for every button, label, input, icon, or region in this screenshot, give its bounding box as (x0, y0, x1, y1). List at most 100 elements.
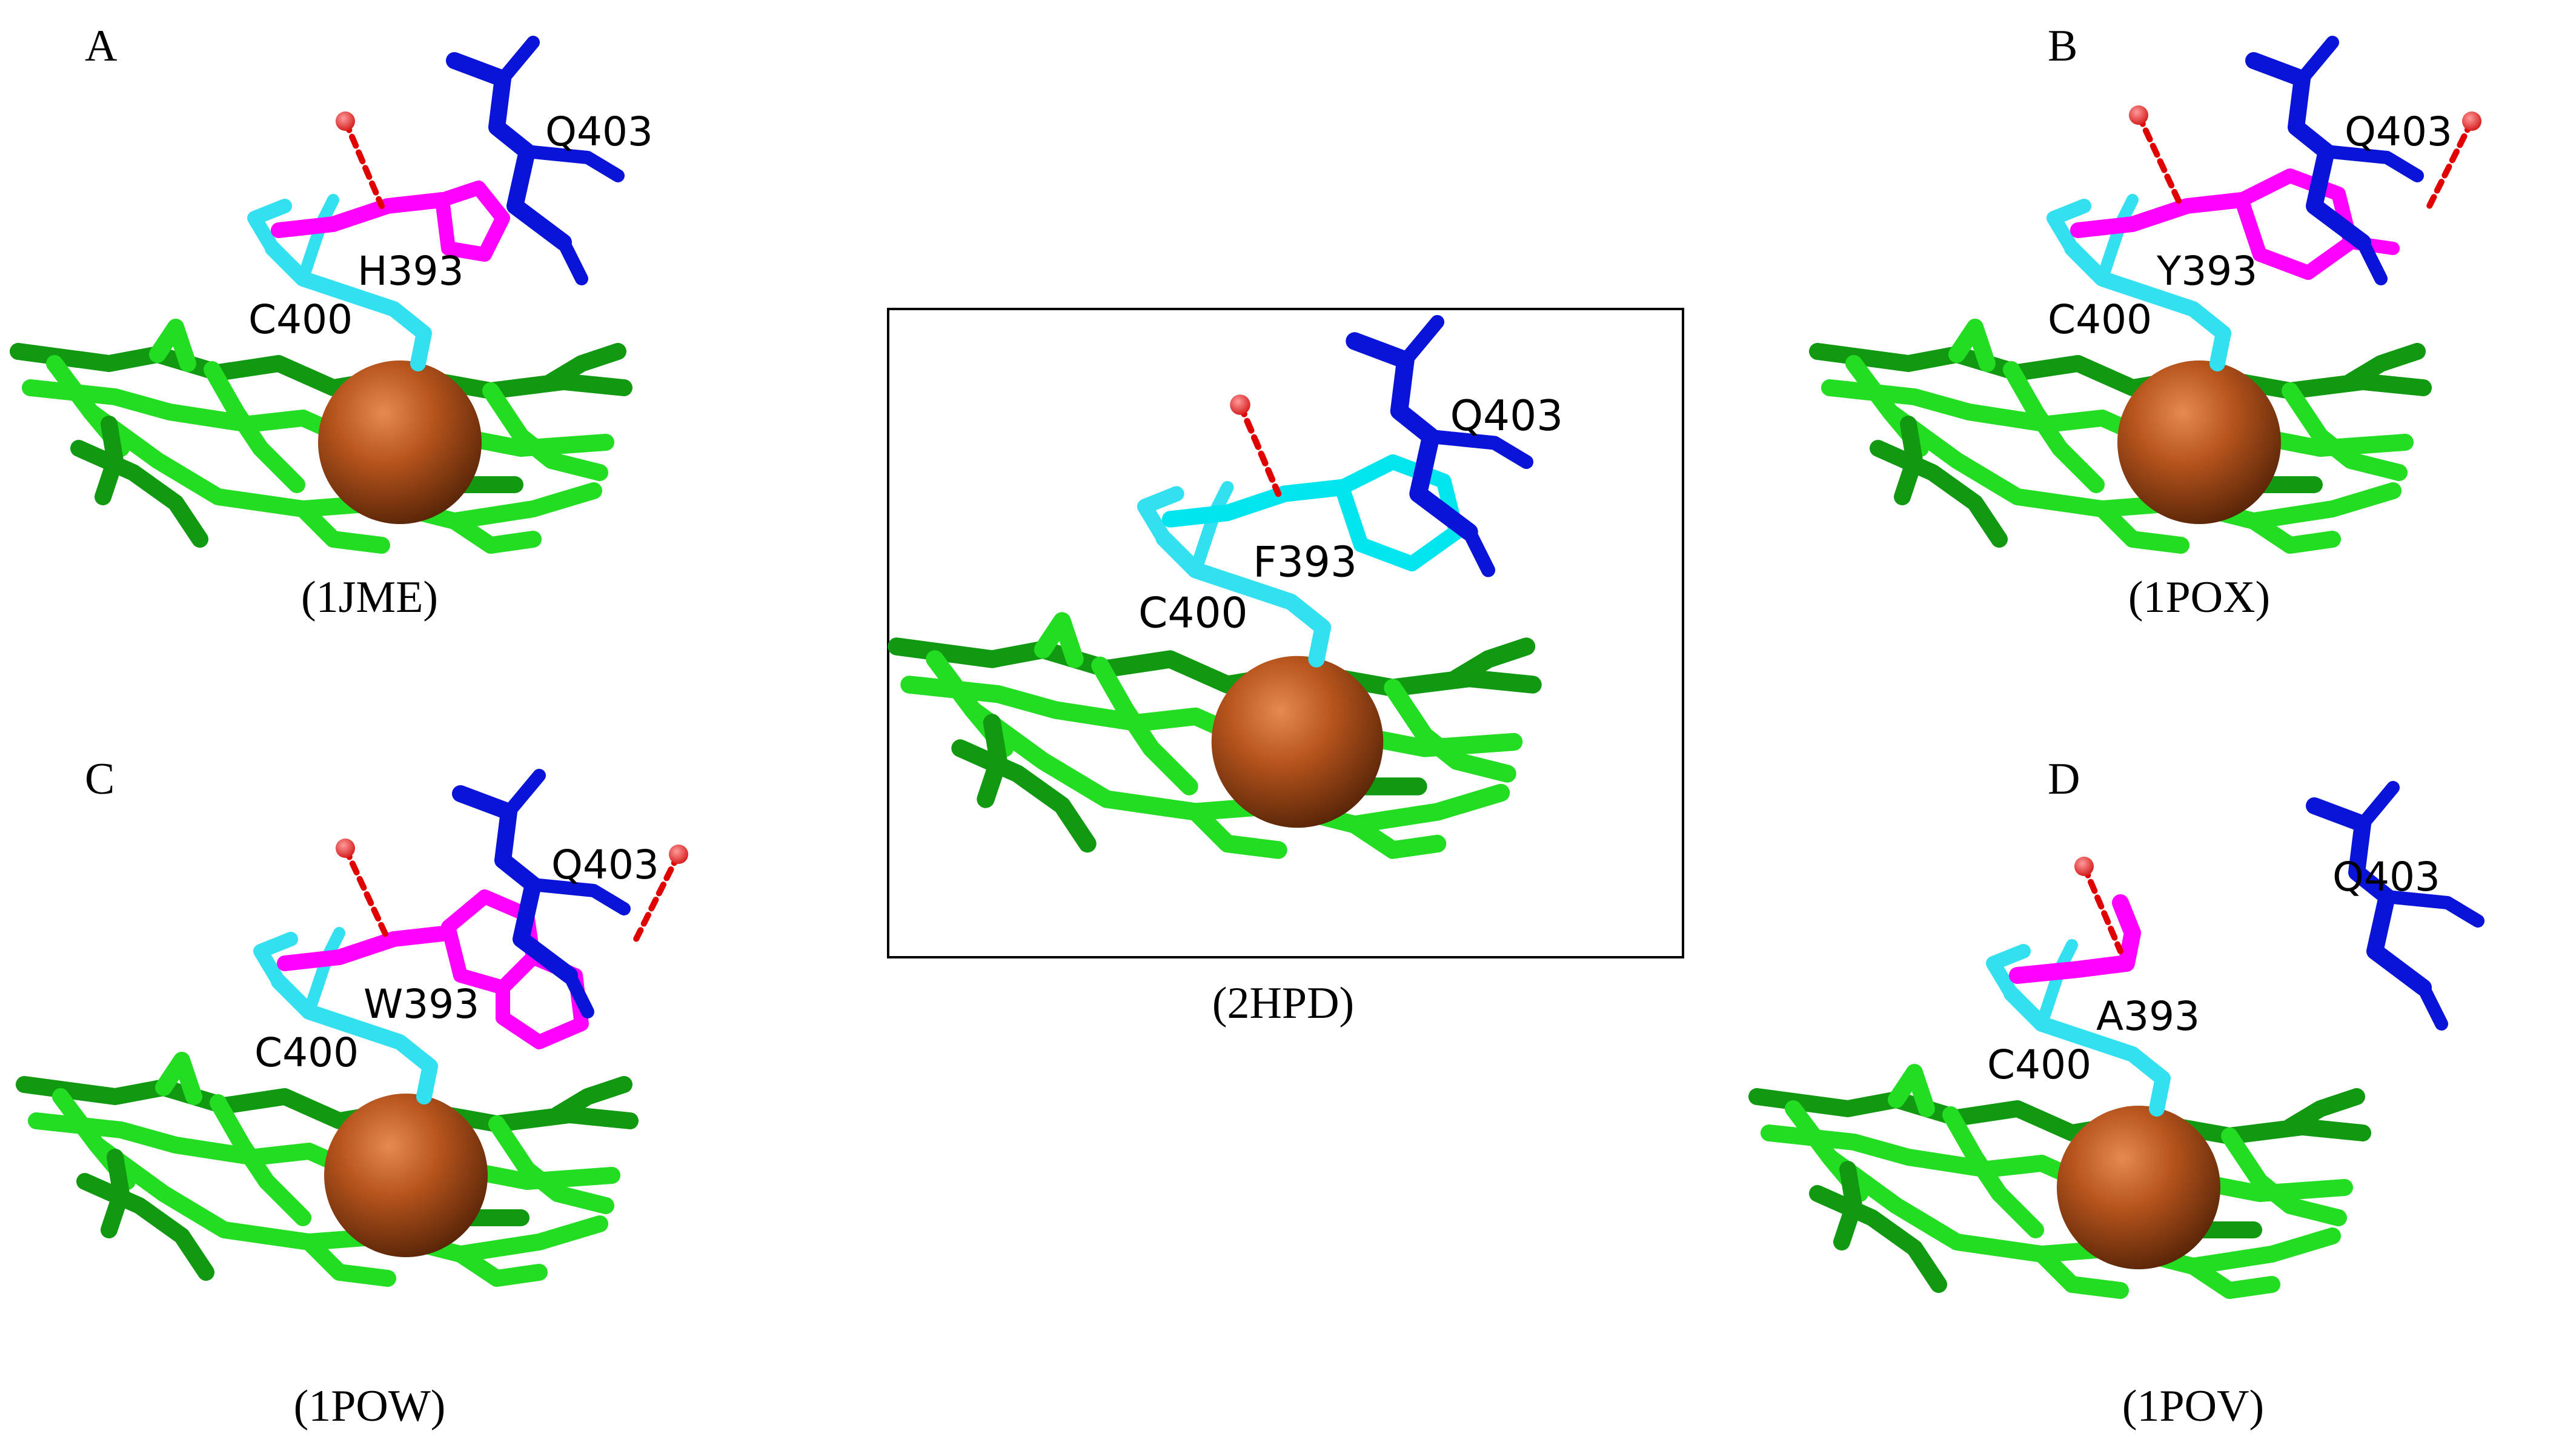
cysteine-label: C400 (248, 296, 353, 343)
residue-label: F393 (1253, 539, 1357, 587)
heme-group (10, 319, 632, 554)
heme-stick (1447, 637, 1536, 688)
hydrogen-bond (1237, 401, 1282, 497)
cysteine-label: C400 (254, 1029, 359, 1076)
heme-stick (1894, 416, 1923, 505)
water-molecule (2462, 111, 2481, 131)
glutamine-label: Q403 (2345, 108, 2452, 155)
heme-stick (16, 1076, 639, 1132)
residue-label: W393 (363, 981, 479, 1028)
heme-stick (1948, 319, 1996, 372)
water-molecule (2074, 857, 2094, 876)
glutamine-label: Q403 (2332, 854, 2440, 900)
heme-stick (2245, 513, 2341, 554)
heme-stick (1346, 815, 1447, 859)
panel-letter: A (85, 21, 117, 71)
cysteine-stick (1137, 486, 1184, 546)
heme-stick (300, 1234, 396, 1287)
glutamine-stick (563, 969, 594, 1018)
panel-letter: C (85, 754, 115, 804)
glutamine-label: Q403 (551, 842, 659, 888)
glutamine-stick (2320, 145, 2424, 182)
heme-stick (964, 701, 1510, 834)
iron-atom (324, 1094, 488, 1257)
heme-stick (1833, 1161, 1862, 1250)
glutamine-stick (2245, 52, 2371, 251)
residue-backbone-stick (277, 925, 456, 971)
cysteine-stick (253, 932, 298, 989)
glutamine-stick (2380, 890, 2485, 928)
pdb-caption: (1POW) (294, 1381, 446, 1431)
heme-stick (149, 319, 196, 372)
heme-stick (10, 343, 632, 399)
heme-stick (1748, 1088, 2371, 1144)
heme-stick (2342, 343, 2426, 390)
residue-ring (435, 181, 510, 262)
heme-stick (155, 1052, 202, 1105)
glutamine-stick (2306, 797, 2432, 996)
heme-stick (482, 382, 608, 481)
heme-stick (1034, 612, 1084, 668)
heme-stick (1870, 440, 2008, 548)
residue-393 (271, 181, 510, 262)
water-molecule (2129, 105, 2148, 125)
heme-group (1748, 1064, 2371, 1299)
hydrogen-bond (342, 845, 391, 942)
hydrogen-bond (2136, 112, 2184, 209)
heme-stick (101, 1149, 130, 1238)
heme-stick (1809, 1185, 1947, 1293)
pdb-caption: (2HPD) (1212, 978, 1354, 1028)
glutamine-stick (446, 52, 572, 251)
heme-stick (1821, 1149, 2341, 1275)
cysteine-stick (2064, 241, 2231, 371)
heme-stick (294, 500, 390, 554)
hydrogen-bond (633, 851, 682, 942)
heme-stick (2033, 1246, 2129, 1299)
heme-stick (488, 1115, 614, 1214)
water-molecule (1230, 394, 1250, 415)
glutamine-stick (502, 769, 546, 819)
heme-stick (549, 1076, 632, 1123)
heme-stick (2282, 1088, 2365, 1135)
heme-stick (1942, 1106, 2044, 1238)
water-molecule (669, 845, 688, 864)
heme-stick (2003, 361, 2105, 493)
heme-stick (1821, 379, 2414, 457)
heme-stick (2185, 1258, 2280, 1299)
residue-label: H393 (357, 248, 464, 294)
heme-stick (888, 637, 1542, 697)
cysteine-stick (303, 927, 345, 1018)
iron-atom (318, 360, 482, 524)
alanine-stick (2009, 894, 2141, 984)
water-molecule (336, 111, 355, 131)
heme-stick (1186, 803, 1287, 859)
glutamine-stick (2295, 36, 2339, 85)
glutamine-stick (2417, 981, 2448, 1031)
cysteine-stick (2003, 986, 2171, 1117)
cysteine-stick (297, 194, 339, 285)
heme-stick (82, 404, 602, 530)
cysteine-label: C400 (1987, 1041, 2091, 1088)
heme-stick (446, 513, 542, 554)
glutamine-label: Q403 (545, 108, 653, 155)
hydrogen-bond (2426, 118, 2475, 209)
glutamine-stick (520, 145, 625, 182)
iron-atom (1211, 656, 1384, 828)
pdb-caption: (1JME) (301, 573, 438, 622)
heme-stick (900, 676, 1523, 757)
heme-stick (2094, 500, 2189, 554)
residue-backbone-stick (271, 192, 450, 238)
panel-letter: B (2048, 21, 2077, 71)
heme-stick (95, 416, 124, 505)
residue-393 (2009, 894, 2141, 984)
cysteine-stick (265, 241, 432, 371)
panel-letter: D (2048, 754, 2080, 804)
cysteine-stick (1986, 944, 2031, 1001)
heme-stick (28, 1112, 620, 1190)
glutamine-stick (2356, 236, 2388, 285)
